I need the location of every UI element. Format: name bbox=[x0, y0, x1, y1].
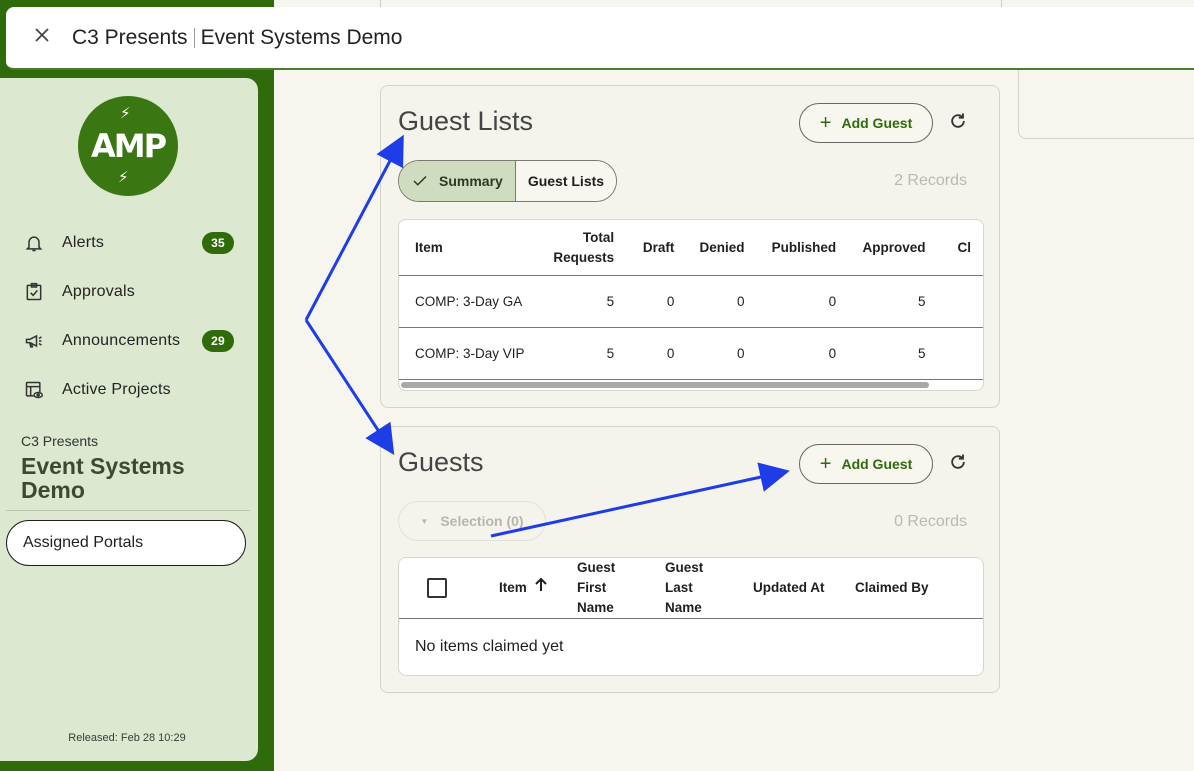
plus-icon: + bbox=[819, 453, 832, 475]
segment-label: Guest Lists bbox=[527, 173, 605, 189]
segment-summary[interactable]: Summary bbox=[399, 161, 516, 201]
column-header-last-name[interactable]: Guest Last Name bbox=[655, 558, 743, 619]
bell-icon bbox=[22, 231, 46, 255]
org-title: Event Systems Demo bbox=[21, 453, 185, 503]
right-panel bbox=[1018, 60, 1194, 139]
column-header-draft[interactable]: Draft bbox=[626, 220, 687, 276]
table-header-row: Item Guest First Name Guest Last Name Up… bbox=[399, 558, 983, 619]
sidebar-item-alerts[interactable]: Alerts 35 bbox=[22, 228, 234, 258]
announcements-count-badge: 29 bbox=[202, 330, 234, 352]
table-row[interactable]: COMP: 3-Day GA 5 0 0 0 5 bbox=[399, 275, 983, 328]
release-info: Released: Feb 28 10:29 bbox=[68, 732, 186, 744]
column-header-published[interactable]: Published bbox=[756, 220, 849, 276]
refresh-icon bbox=[948, 111, 968, 136]
column-header-item[interactable]: Item bbox=[483, 558, 567, 619]
selection-label: Selection (0) bbox=[440, 513, 524, 529]
cell-total-requests: 5 bbox=[541, 327, 627, 380]
column-header-claimed-by[interactable]: Claimed By bbox=[845, 558, 983, 619]
cell-approved: 5 bbox=[848, 275, 938, 328]
sidebar-item-label: Active Projects bbox=[62, 381, 171, 398]
clipboard-check-icon bbox=[22, 280, 46, 304]
guest-lists-title: Guest Lists bbox=[398, 106, 534, 136]
sidebar-item-announcements[interactable]: Announcements 29 bbox=[22, 326, 234, 356]
sidebar-item-label: Announcements bbox=[62, 332, 181, 349]
sidebar-divider bbox=[6, 510, 250, 511]
caret-down-icon: ▼ bbox=[420, 516, 429, 526]
logo-text: AMP bbox=[90, 127, 167, 165]
background-panel-edge bbox=[380, 0, 1002, 7]
cell-total-requests: 5 bbox=[541, 275, 627, 328]
alerts-count-badge: 35 bbox=[202, 232, 234, 254]
refresh-icon bbox=[948, 452, 968, 477]
view-toggle: Summary Guest Lists bbox=[398, 160, 618, 202]
column-header-approved[interactable]: Approved bbox=[848, 220, 938, 276]
cell-approved: 5 bbox=[848, 327, 938, 380]
cell-claimed bbox=[937, 327, 983, 380]
project-eye-icon bbox=[22, 378, 46, 402]
select-all-cell bbox=[399, 558, 483, 619]
cell-draft: 0 bbox=[626, 327, 687, 380]
records-count: 0 Records bbox=[894, 513, 967, 530]
refresh-button[interactable] bbox=[946, 111, 970, 135]
plus-icon: + bbox=[819, 112, 832, 134]
cell-item: COMP: 3-Day GA bbox=[399, 275, 542, 328]
sidebar: ⚡ ⚡ AMP Alerts 35 Approvals Announcement… bbox=[0, 78, 258, 761]
column-header-total-requests[interactable]: Total Requests bbox=[541, 220, 627, 276]
top-header: C3 Presents Event Systems Demo bbox=[6, 7, 1194, 70]
annotation-arrow-to-guests bbox=[304, 319, 395, 456]
empty-message: No items claimed yet bbox=[415, 638, 564, 655]
sidebar-item-active-projects[interactable]: Active Projects bbox=[22, 375, 234, 405]
guests-card: Guests + Add Guest ▼ Selection (0) 0 Rec… bbox=[380, 426, 1000, 693]
table-header-row: Item Total Requests Draft Denied Publish… bbox=[399, 220, 983, 276]
empty-row: No items claimed yet bbox=[399, 619, 983, 676]
title-separator bbox=[193, 27, 195, 48]
cell-item: COMP: 3-Day VIP bbox=[399, 327, 542, 380]
sidebar-item-label: Alerts bbox=[62, 234, 105, 251]
column-header-claimed[interactable]: Cl bbox=[937, 220, 983, 276]
add-guest-label: Add Guest bbox=[841, 115, 913, 131]
segment-label: Summary bbox=[439, 173, 503, 189]
cell-denied: 0 bbox=[686, 327, 757, 380]
close-button[interactable] bbox=[24, 20, 60, 56]
sidebar-item-label: Approvals bbox=[62, 283, 135, 300]
column-header-first-name[interactable]: Guest First Name bbox=[567, 558, 655, 619]
cell-published: 0 bbox=[756, 327, 849, 380]
cell-draft: 0 bbox=[626, 275, 687, 328]
horizontal-scrollbar[interactable] bbox=[401, 382, 929, 388]
header-org-name: C3 Presents bbox=[72, 25, 188, 49]
refresh-button[interactable] bbox=[946, 452, 970, 476]
add-guest-button[interactable]: + Add Guest bbox=[799, 103, 933, 143]
segment-guest-lists[interactable]: Guest Lists bbox=[515, 161, 617, 201]
assigned-portals-button[interactable]: Assigned Portals bbox=[6, 520, 246, 566]
close-icon bbox=[34, 27, 50, 48]
summary-table: Item Total Requests Draft Denied Publish… bbox=[398, 219, 984, 391]
guest-lists-card: Guest Lists + Add Guest Summary Guest Li… bbox=[380, 85, 1000, 408]
column-header-item[interactable]: Item bbox=[399, 220, 542, 276]
records-count: 2 Records bbox=[894, 172, 967, 189]
add-guest-label: Add Guest bbox=[841, 456, 913, 472]
add-guest-button[interactable]: + Add Guest bbox=[799, 444, 933, 484]
arrow-up-icon bbox=[534, 577, 547, 598]
select-all-checkbox[interactable] bbox=[427, 578, 447, 599]
column-header-denied[interactable]: Denied bbox=[686, 220, 757, 276]
amp-logo[interactable]: ⚡ ⚡ AMP bbox=[78, 96, 178, 196]
guests-title: Guests bbox=[398, 447, 484, 477]
column-header-label: Item bbox=[499, 579, 527, 595]
org-subtitle: C3 Presents bbox=[21, 433, 99, 449]
megaphone-icon bbox=[22, 329, 46, 353]
cell-claimed bbox=[937, 275, 983, 328]
sidebar-item-approvals[interactable]: Approvals bbox=[22, 277, 234, 307]
table-row[interactable]: COMP: 3-Day VIP 5 0 0 0 5 bbox=[399, 327, 983, 380]
check-icon bbox=[411, 172, 429, 190]
guests-table: Item Guest First Name Guest Last Name Up… bbox=[398, 557, 984, 676]
cell-published: 0 bbox=[756, 275, 849, 328]
cell-denied: 0 bbox=[686, 275, 757, 328]
selection-dropdown[interactable]: ▼ Selection (0) bbox=[398, 501, 546, 541]
column-header-updated-at[interactable]: Updated At bbox=[743, 558, 845, 619]
header-project-name: Event Systems Demo bbox=[200, 25, 403, 49]
